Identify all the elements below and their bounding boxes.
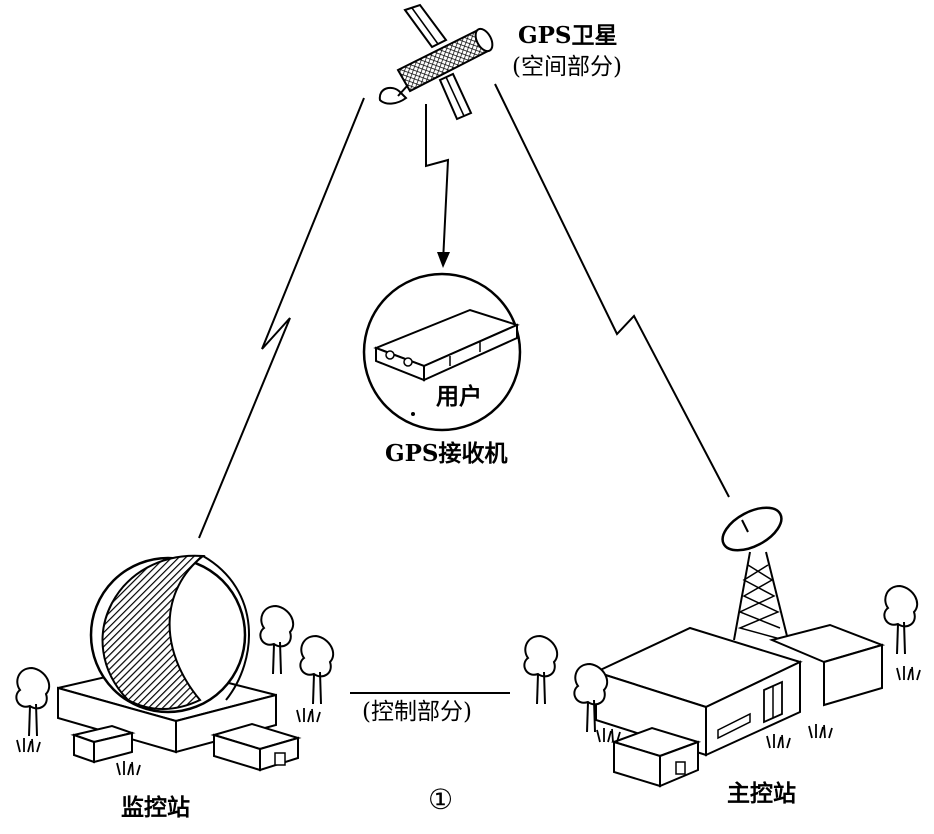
satellite-subtitle: (空间部分) bbox=[512, 54, 622, 80]
control-part-label: (控制部分) bbox=[362, 699, 472, 725]
link-satellite-monitor bbox=[198, 97, 365, 539]
receiver-dot bbox=[411, 412, 415, 416]
link-satellite-receiver bbox=[425, 104, 450, 263]
monitor-station-label: 监控站 bbox=[121, 794, 190, 821]
radome-monitor-station-icon bbox=[57, 554, 302, 772]
master-station-label: 主控站 bbox=[727, 780, 796, 807]
arrow-head bbox=[437, 252, 450, 268]
user-label: 用户 bbox=[436, 383, 482, 410]
receiver-label: GPS接收机 bbox=[385, 440, 508, 467]
satellite-title: GPS卫星 bbox=[518, 22, 618, 49]
gps-receiver-device-icon bbox=[373, 308, 520, 382]
antenna-tower-master-station-icon bbox=[593, 506, 886, 788]
figure-number: ① bbox=[428, 783, 454, 816]
link-satellite-master bbox=[494, 83, 730, 498]
satellite-icon bbox=[378, 3, 494, 121]
